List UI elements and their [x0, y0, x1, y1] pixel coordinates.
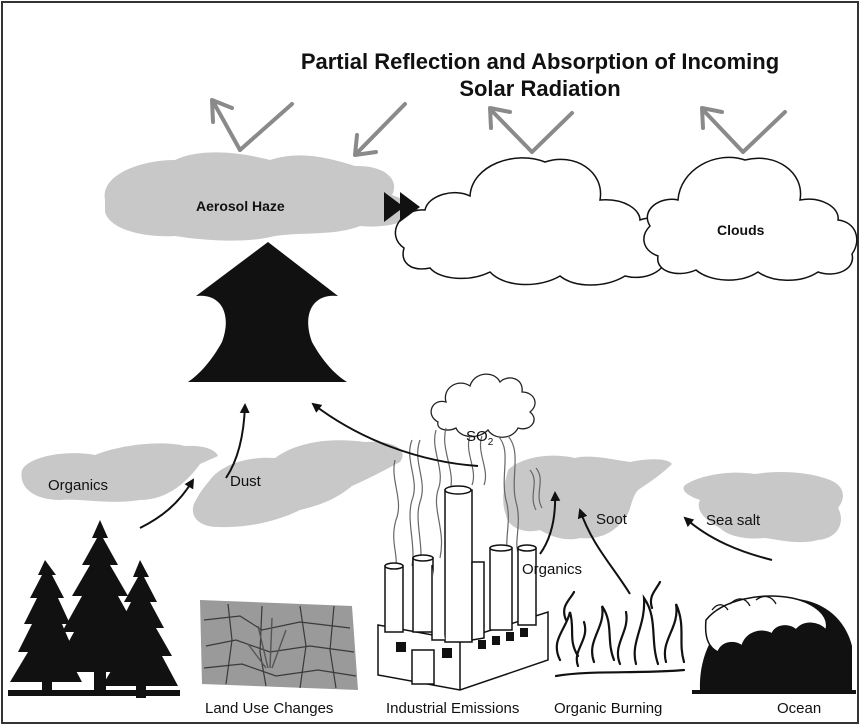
large-up-arrow — [188, 242, 347, 382]
ocean-wave — [692, 595, 856, 694]
dust-label: Dust — [230, 473, 261, 490]
aerosol-haze-shape — [104, 152, 419, 241]
soot-label: Soot — [596, 511, 627, 528]
caption-industrial: Industrial Emissions — [386, 700, 520, 717]
caption-ocean: Ocean — [777, 700, 822, 717]
lower-haze — [21, 440, 843, 543]
factory-windows — [396, 628, 528, 658]
source-arrows — [139, 402, 773, 595]
solar-rays — [210, 98, 787, 157]
diagram-title: Partial Reflection and Absorption of Inc… — [270, 48, 810, 102]
organics-right-label: Organics — [522, 561, 583, 578]
cracked-earth — [200, 600, 358, 690]
forest — [8, 520, 180, 698]
title-line-1: Partial Reflection and Absorption of Inc… — [300, 49, 780, 74]
so2-main: SO — [466, 428, 488, 445]
clouds-shape — [394, 156, 858, 286]
so2-label: SO2 — [466, 429, 493, 448]
flames — [554, 580, 686, 678]
sea-salt-label: Sea salt — [706, 512, 761, 529]
caption-land-use: Land Use Changes — [205, 700, 334, 717]
so2-subscript: 2 — [487, 437, 494, 448]
title-line-2: Solar Radiation — [459, 76, 621, 101]
clouds-label: Clouds — [717, 222, 765, 238]
caption-organic-burning: Organic Burning — [554, 700, 663, 717]
aerosol-haze-label: Aerosol Haze — [196, 198, 285, 214]
haze-to-cloud-arrow — [384, 192, 420, 222]
organics-left-label: Organics — [48, 477, 109, 494]
factory — [377, 485, 549, 691]
